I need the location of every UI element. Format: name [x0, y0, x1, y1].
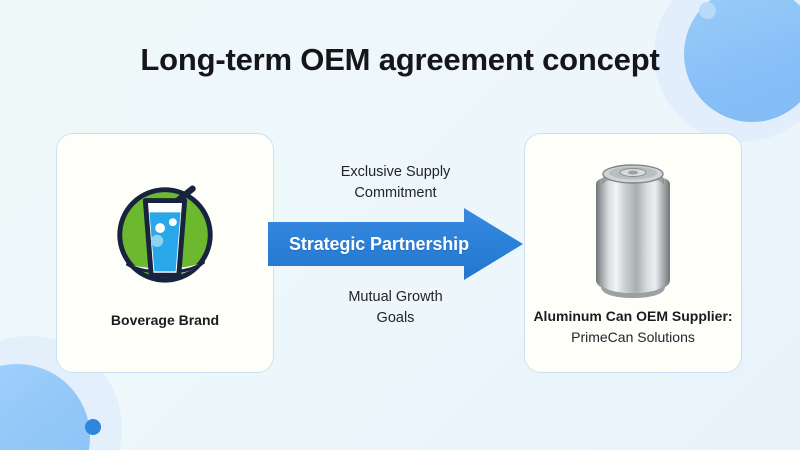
- page-title: Long-term OEM agreement concept: [140, 42, 660, 77]
- right-card-title: Aluminum Can OEM Supplier:: [533, 308, 733, 324]
- arrow-label: Strategic Partnership: [289, 233, 469, 254]
- connector-note-top-line1: Exclusive Supply: [340, 164, 451, 180]
- left-card-title: Boverage Brand: [110, 312, 220, 328]
- decorative-dot-top-right: [699, 2, 716, 19]
- left-entity-card: Boverage Brand: [56, 133, 274, 373]
- connector-note-top-line2: Commitment: [354, 184, 437, 201]
- right-entity-card: Aluminum Can OEM Supplier: PrimeCan Solu…: [524, 133, 742, 373]
- aluminum-can-icon: [590, 158, 676, 306]
- right-card-text: Aluminum Can OEM Supplier: PrimeCan Solu…: [525, 308, 740, 347]
- connector-note-top: Exclusive Supply Commitment: [268, 162, 523, 203]
- connector-note-bottom-line1: Mutual Growth: [348, 289, 443, 305]
- left-card-text: Boverage Brand: [103, 312, 227, 330]
- beverage-glass-icon: [106, 158, 224, 306]
- connector-note-bottom-line2: Goals: [376, 309, 415, 326]
- partnership-arrow: Strategic Partnership: [268, 208, 523, 280]
- connector-note-bottom: Mutual Growth Goals: [268, 287, 523, 328]
- decorative-dot-bottom-left: [85, 419, 101, 435]
- right-card-subtitle: PrimeCan Solutions: [571, 328, 695, 345]
- decorative-circle-bottom-left: [0, 364, 90, 450]
